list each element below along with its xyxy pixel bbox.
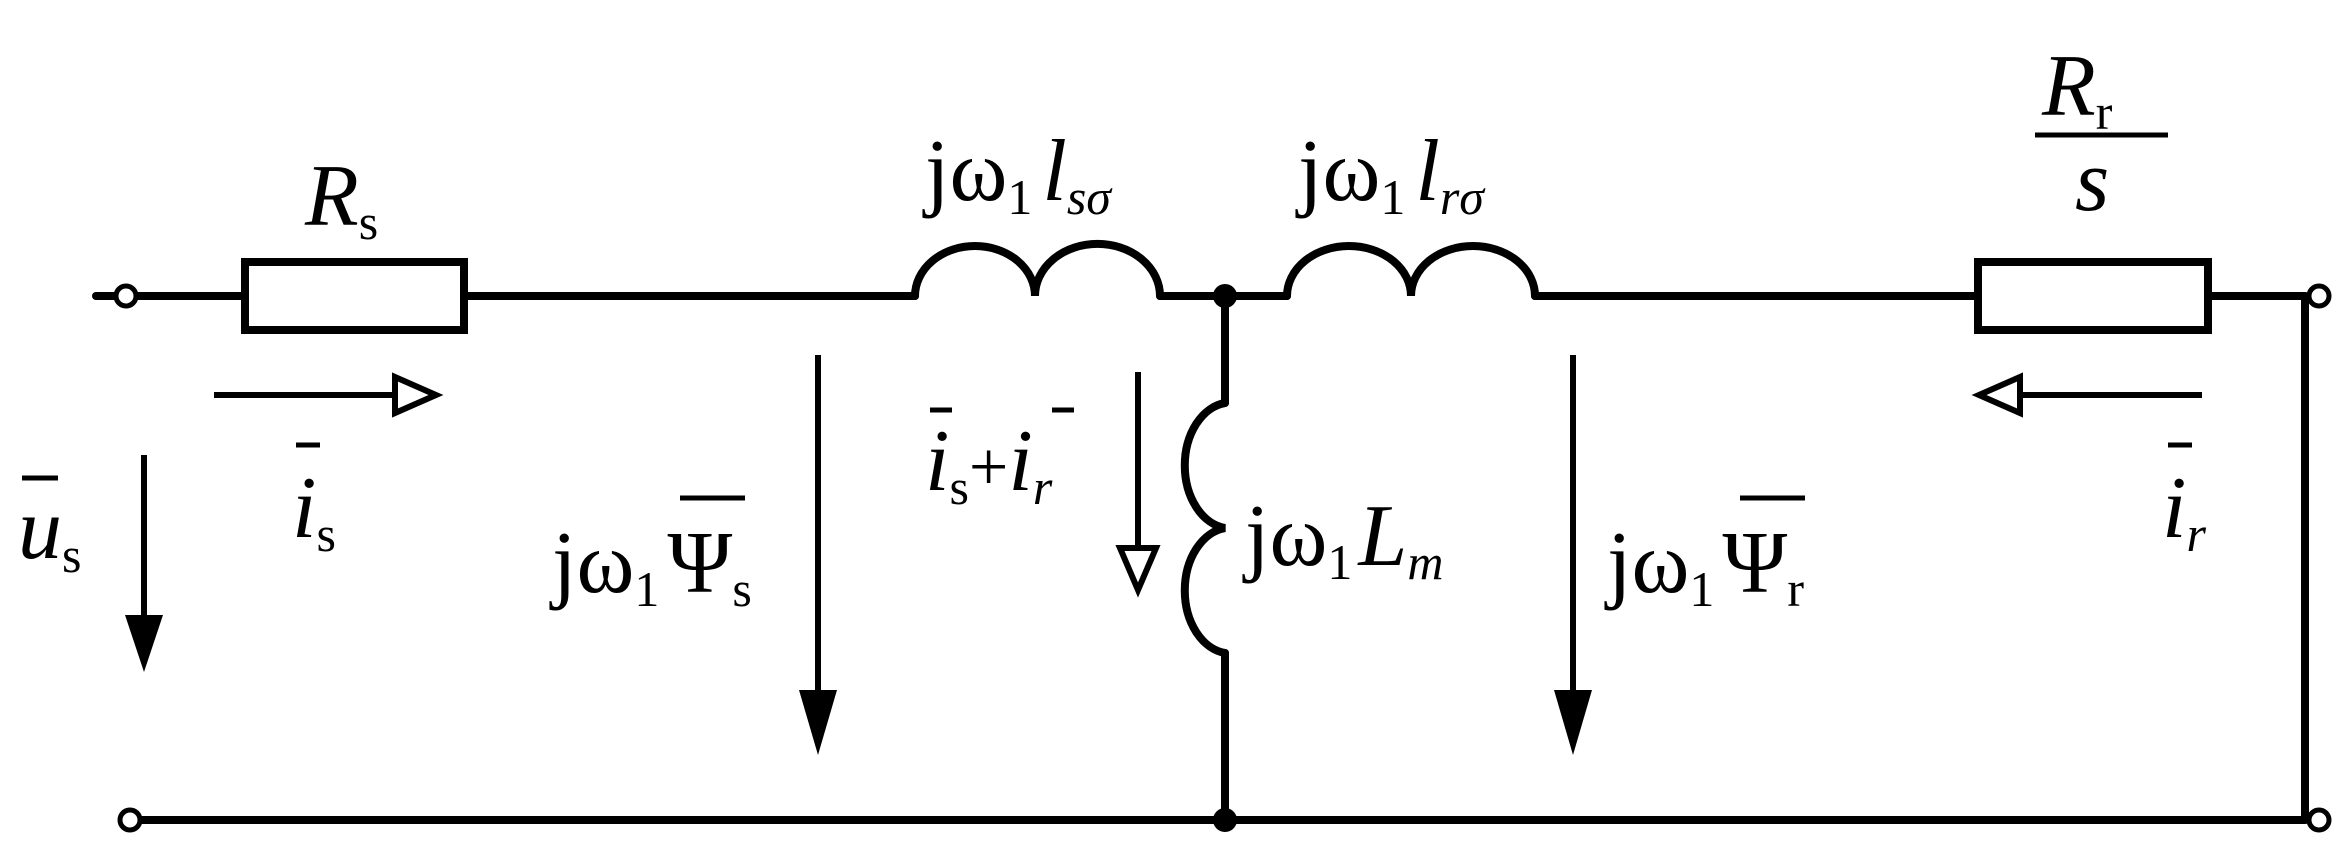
stator-resistor-label: Rs [304, 148, 378, 250]
rotor-resistor [1974, 258, 2212, 334]
psi-s-arrow-head [799, 690, 837, 755]
svg-text:Rr: Rr [2041, 38, 2113, 140]
rotor-flux-label: jω1Ψr [1604, 495, 1805, 617]
ir-current-arrow-head [1971, 372, 2023, 418]
isum-arrow-head [1115, 545, 1161, 598]
junction-dot-top [1213, 284, 1237, 308]
stator-resistor [241, 258, 468, 334]
psi-r-arrow-head [1554, 690, 1592, 755]
is-current-arrow-head [392, 372, 444, 418]
rotor-current-label: ir [2162, 442, 2206, 562]
svg-text:us: us [18, 481, 81, 583]
svg-text:s: s [2075, 133, 2109, 230]
rotor-resistor-label: Rr s [2035, 38, 2168, 230]
magnetizing-current-label: is+ir [925, 407, 1074, 515]
magnetizing-inductance-label: jω1Lm [1242, 488, 1443, 590]
svg-text:jω1Ψs: jω1Ψs [549, 515, 752, 617]
terminal-top-left [113, 283, 139, 309]
terminals [113, 283, 2332, 833]
stator-flux-label: jω1Ψs [549, 495, 752, 617]
terminal-bottom-right [2306, 807, 2332, 833]
magnetizing-inductor [1180, 399, 1229, 657]
svg-text:ir: ir [2162, 460, 2206, 562]
stator-voltage-label: us [18, 475, 81, 583]
svg-text:is: is [292, 460, 336, 562]
stator-leakage-inductor [911, 239, 1164, 300]
arrows [125, 355, 2202, 755]
svg-text:is+ir: is+ir [925, 413, 1053, 515]
svg-text:jω1Ψr: jω1Ψr [1604, 515, 1804, 617]
us-voltage-arrow-head [125, 615, 163, 672]
rotor-leakage-inductor [1283, 242, 1539, 300]
circuit-wires [92, 284, 2309, 832]
stator-current-label: is [292, 442, 336, 562]
terminal-bottom-left [117, 807, 143, 833]
terminal-top-right [2306, 283, 2332, 309]
junction-dot-bottom [1213, 808, 1237, 832]
